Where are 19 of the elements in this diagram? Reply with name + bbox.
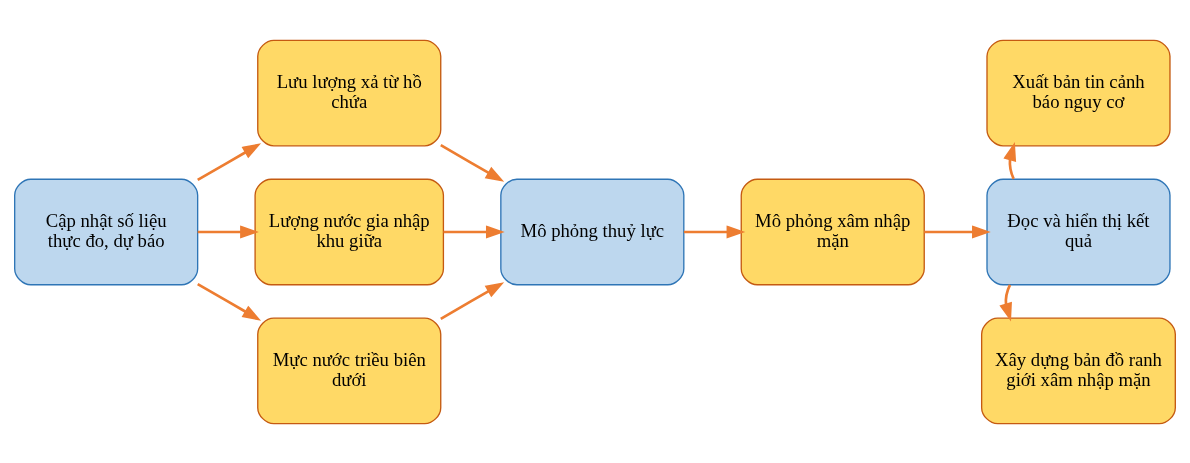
arrow — [197, 142, 262, 181]
node-box: Đọc và hiển thị kết quả — [986, 178, 1171, 285]
arrow — [1003, 141, 1017, 179]
node-box: Xây dựng bản đồ ranh giới xâm nhập mặn — [981, 316, 1176, 424]
arrow — [440, 281, 505, 320]
arrow — [683, 224, 746, 239]
arrow — [924, 224, 991, 239]
node-box: Lượng nước gia nhập khu giữa — [254, 178, 445, 285]
arrow — [197, 224, 259, 239]
arrow — [999, 283, 1012, 322]
arrow — [443, 224, 505, 239]
arrow — [440, 143, 505, 182]
node-box: Lưu lượng xả từ hồ chứa — [257, 39, 442, 146]
node-box: Mô phỏng thuỷ lực — [500, 178, 685, 285]
node-box: Cập nhật số liệu thực đo, dự báo — [14, 178, 199, 285]
arrow — [197, 282, 262, 321]
node-box: Mực nước triều biên dưới — [257, 316, 442, 424]
node-box: Mô phỏng xâm nhập mặn — [740, 178, 925, 285]
node-box: Xuất bản tin cảnh báo nguy cơ — [986, 39, 1171, 146]
